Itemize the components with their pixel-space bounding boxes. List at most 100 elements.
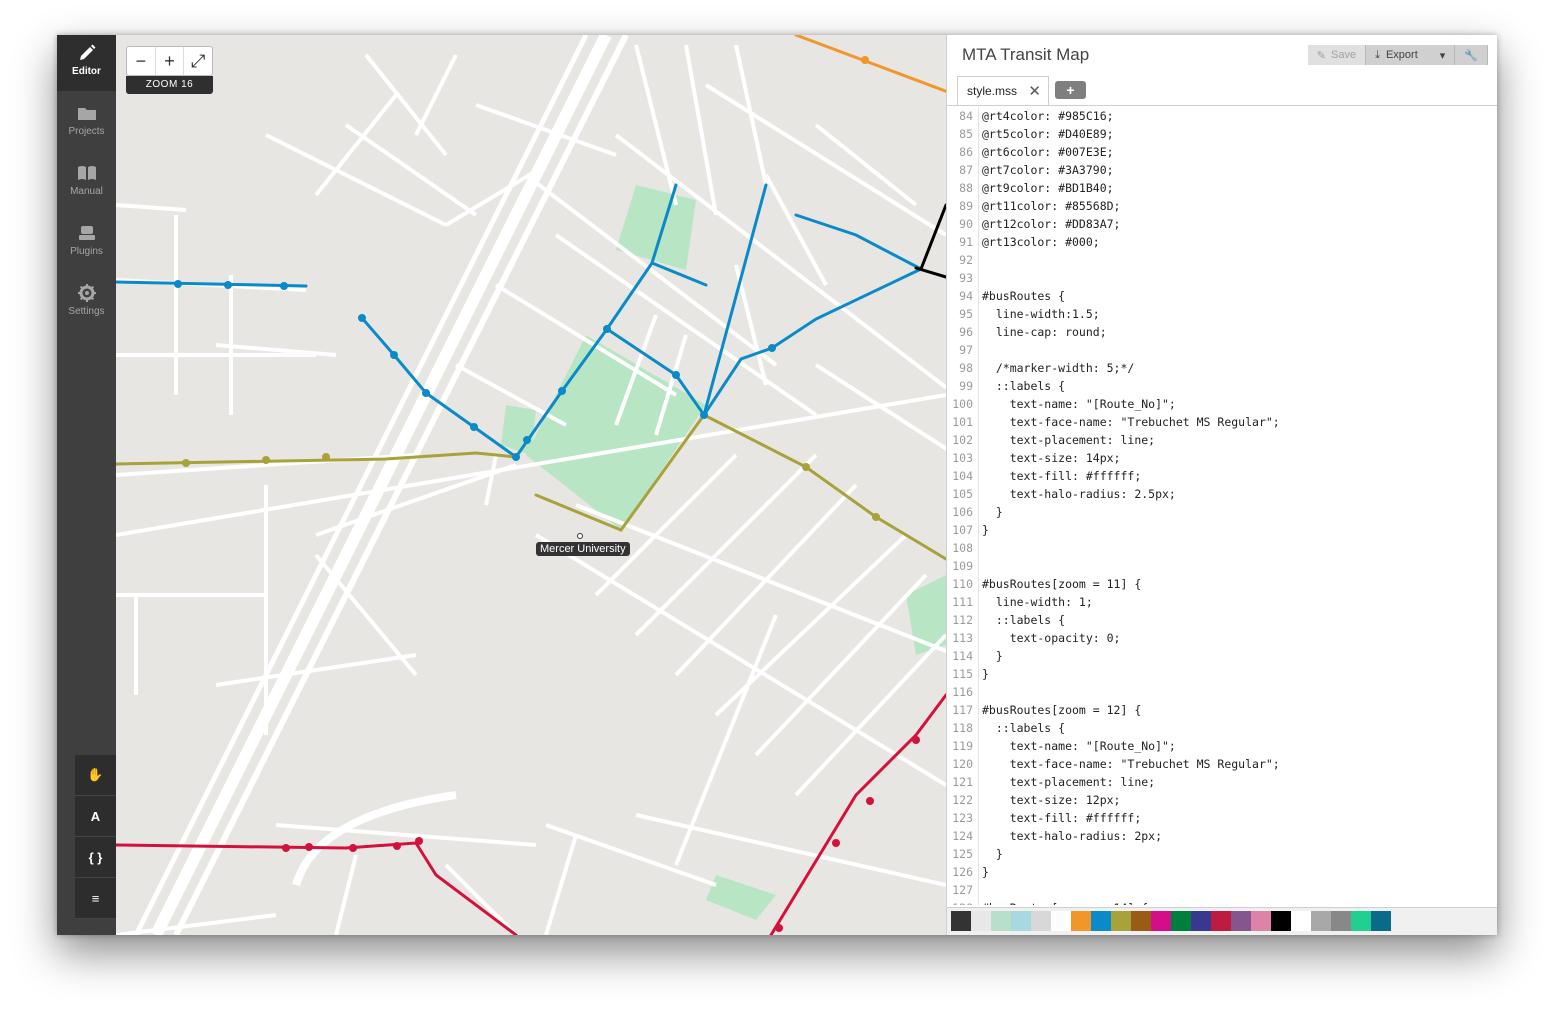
line-number: 92 bbox=[959, 253, 973, 267]
color-swatch[interactable] bbox=[1251, 911, 1271, 931]
color-swatch[interactable] bbox=[1331, 911, 1351, 931]
color-swatch[interactable] bbox=[1051, 911, 1071, 931]
line-number: 120 bbox=[952, 757, 973, 771]
code-text: } bbox=[982, 649, 1003, 663]
line-number: 98 bbox=[959, 361, 973, 375]
line-number: 88 bbox=[959, 181, 973, 195]
zoom-control: − + ⤢ ZOOM 16 bbox=[126, 46, 213, 94]
color-swatch[interactable] bbox=[1371, 911, 1391, 931]
code-text: text-face-name: "Trebuchet MS Regular"; bbox=[982, 415, 1280, 429]
line-number: 114 bbox=[952, 649, 973, 663]
code-line: 106 } bbox=[947, 503, 1497, 521]
color-swatch[interactable] bbox=[1231, 911, 1251, 931]
color-swatch[interactable] bbox=[971, 911, 991, 931]
rail-item-editor[interactable]: Editor bbox=[57, 35, 116, 91]
rail-item-settings[interactable]: Settings bbox=[57, 275, 116, 331]
park-area bbox=[616, 185, 696, 270]
color-swatch[interactable] bbox=[1011, 911, 1031, 931]
code-line: 105 text-halo-radius: 2.5px; bbox=[947, 485, 1497, 503]
line-number: 112 bbox=[952, 613, 973, 627]
settings-button[interactable]: 🔧 bbox=[1455, 45, 1488, 65]
line-number: 123 bbox=[952, 811, 973, 825]
line-number: 119 bbox=[952, 739, 973, 753]
export-label: Export bbox=[1385, 49, 1418, 61]
code-text: line-cap: round; bbox=[982, 325, 1107, 339]
line-number: 108 bbox=[952, 541, 973, 555]
color-swatch[interactable] bbox=[991, 911, 1011, 931]
layers-tool[interactable]: ≡ bbox=[75, 878, 116, 919]
rail-item-plugins[interactable]: Plugins bbox=[57, 215, 116, 271]
text-tool[interactable]: A bbox=[75, 796, 116, 837]
color-swatch[interactable] bbox=[1191, 911, 1211, 931]
line-number: 116 bbox=[952, 685, 973, 699]
line-number: 122 bbox=[952, 793, 973, 807]
line-number: 102 bbox=[952, 433, 973, 447]
code-line: 116 bbox=[947, 683, 1497, 701]
color-swatch[interactable] bbox=[1131, 911, 1151, 931]
park-area bbox=[706, 875, 776, 920]
rail-item-projects[interactable]: Projects bbox=[57, 95, 116, 151]
code-line: 93 bbox=[947, 269, 1497, 287]
code-text: } bbox=[982, 865, 989, 879]
map-tools: ✋ A { } ≡ bbox=[75, 755, 116, 919]
download-icon: ⤓ bbox=[1375, 48, 1380, 61]
close-icon[interactable]: ✕ bbox=[1028, 83, 1041, 100]
color-swatch[interactable] bbox=[1091, 911, 1111, 931]
code-line: 88 @rt9color: #BD1B40; bbox=[947, 179, 1497, 197]
line-number: 128 bbox=[947, 899, 973, 905]
line-number: 113 bbox=[952, 631, 973, 645]
color-swatch[interactable] bbox=[1311, 911, 1331, 931]
color-swatch[interactable] bbox=[1071, 911, 1091, 931]
rail-label: Plugins bbox=[70, 246, 103, 257]
code-text: @rt13color: #000; bbox=[982, 235, 1100, 249]
code-line: 98 /*marker-width: 5;*/ bbox=[947, 359, 1497, 377]
code-line: 115} bbox=[947, 665, 1497, 683]
code-line: 107} bbox=[947, 521, 1497, 539]
line-number: 85 bbox=[959, 127, 973, 141]
editor-toolbar: ✎ Save ⤓ Export ▾ 🔧 bbox=[1307, 45, 1488, 65]
color-swatch[interactable] bbox=[1151, 911, 1171, 931]
hand-tool[interactable]: ✋ bbox=[75, 755, 116, 796]
code-text: #busRoutes[zoom = 12] { bbox=[982, 703, 1142, 717]
color-swatch[interactable] bbox=[1031, 911, 1051, 931]
code-text: @rt9color: #BD1B40; bbox=[982, 181, 1114, 195]
code-text: text-opacity: 0; bbox=[982, 631, 1121, 645]
line-number: 97 bbox=[959, 343, 973, 357]
code-line: 103 text-size: 14px; bbox=[947, 449, 1497, 467]
zoom-in-button[interactable]: + bbox=[156, 47, 185, 75]
map-canvas[interactable]: − + ⤢ ZOOM 16 Mercer University bbox=[116, 35, 946, 935]
pencil-icon bbox=[79, 44, 95, 60]
color-swatch[interactable] bbox=[1171, 911, 1191, 931]
save-button[interactable]: ✎ Save bbox=[1307, 45, 1367, 65]
code-text: } bbox=[982, 523, 989, 537]
export-button[interactable]: ⤓ Export ▾ bbox=[1366, 45, 1456, 65]
fullscreen-button[interactable]: ⤢ bbox=[190, 50, 206, 71]
color-swatch[interactable] bbox=[951, 911, 971, 931]
line-number: 125 bbox=[952, 847, 973, 861]
code-text: #busRoutes[zoom >= 14] { bbox=[982, 899, 1148, 905]
color-swatch[interactable] bbox=[1271, 911, 1291, 931]
zoom-out-button[interactable]: − bbox=[127, 47, 156, 75]
code-text: @rt6color: #007E3E; bbox=[982, 145, 1114, 159]
line-number: 84 bbox=[959, 109, 973, 123]
tab-style-mss[interactable]: style.mss ✕ bbox=[957, 76, 1049, 105]
code-text: text-size: 12px; bbox=[982, 793, 1121, 807]
line-number: 121 bbox=[952, 775, 973, 789]
code-text: line-width:1.5; bbox=[982, 307, 1100, 321]
color-swatch[interactable] bbox=[1211, 911, 1231, 931]
code-line: 95 line-width:1.5; bbox=[947, 305, 1497, 323]
code-line: 112 ::labels { bbox=[947, 611, 1497, 629]
left-rail: Editor Projects Manual Plugins Settings … bbox=[57, 35, 116, 935]
add-tab-button[interactable]: + bbox=[1055, 81, 1086, 99]
code-line: 122 text-size: 12px; bbox=[947, 791, 1497, 809]
color-swatch[interactable] bbox=[1291, 911, 1311, 931]
code-editor[interactable]: 84@rt4color: #985C16;85@rt5color: #D40E8… bbox=[947, 107, 1497, 905]
color-swatch[interactable] bbox=[1111, 911, 1131, 931]
color-swatch[interactable] bbox=[1351, 911, 1371, 931]
line-gutter bbox=[978, 107, 979, 905]
layers-icon: ≡ bbox=[91, 890, 100, 906]
rail-item-manual[interactable]: Manual bbox=[57, 155, 116, 211]
braces-tool[interactable]: { } bbox=[75, 837, 116, 878]
map-base bbox=[116, 35, 946, 935]
code-line: 97 bbox=[947, 341, 1497, 359]
